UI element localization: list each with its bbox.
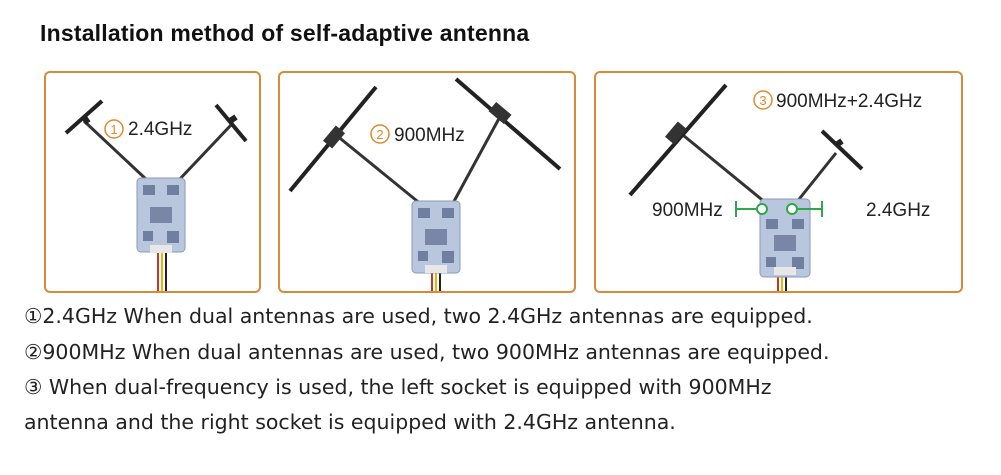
left-antenna-t-element-icon (288, 85, 378, 193)
left-antenna-t-element-icon (628, 83, 728, 197)
number-badge-icon (370, 124, 390, 144)
note-2-4ghz: ①2.4GHz When dual antennas are used, two… (24, 304, 813, 328)
receiver-diagram-900mhz: 2 900MHz (288, 77, 562, 291)
receiver-diagram-dual: 3 900MHz+2.4GHz 900MHz 2.4GHz (628, 83, 930, 291)
panel-3-number: 3 (759, 93, 766, 108)
receiver-diagram-2-4ghz: 1 2.4GHz (64, 99, 248, 291)
left-antenna-t-element-icon (64, 99, 104, 135)
panel-1-label: 2.4GHz (128, 119, 192, 140)
panel-2-number: 2 (376, 127, 383, 142)
panel-1-number: 1 (110, 122, 117, 137)
right-antenna-t-element-icon (214, 103, 248, 143)
note-dual-frequency: ③ When dual-frequency is used, the left … (24, 375, 772, 399)
panel-900mhz: 2 900MHz (278, 71, 576, 293)
number-badge-icon (753, 90, 773, 110)
right-socket-label: 2.4GHz (866, 200, 930, 221)
receiver-board-icon (411, 200, 461, 274)
panel-3-label: 900MHz+2.4GHz (776, 91, 922, 112)
panel-2-label: 900MHz (394, 125, 465, 146)
right-antenna-t-element-icon (454, 77, 562, 171)
number-badge-icon (104, 119, 124, 139)
page-title: Installation method of self-adaptive ant… (40, 20, 530, 46)
panel-dual-frequency: 3 900MHz+2.4GHz 900MHz 2.4GHz (594, 71, 963, 293)
receiver-board-icon (136, 177, 186, 253)
panel-2-4ghz: 1 2.4GHz (44, 71, 261, 293)
left-socket-label: 900MHz (652, 200, 723, 221)
wire-bundle-icon (777, 275, 787, 291)
note-dual-frequency-cont: antenna and the right socket is equipped… (24, 410, 676, 434)
right-antenna-cable-icon (176, 123, 233, 183)
left-antenna-cable-icon (335, 133, 423, 207)
note-900mhz: ②900MHz When dual antennas are used, two… (24, 340, 830, 364)
right-antenna-cable-icon (450, 112, 504, 206)
receiver-board-icon (759, 198, 811, 278)
right-antenna-t-element-icon (820, 129, 864, 171)
wire-bundle-icon (157, 248, 167, 291)
left-antenna-cable-icon (82, 119, 150, 183)
left-antenna-cable-icon (677, 129, 767, 205)
socket-indicator-icon (735, 201, 823, 217)
right-antenna-cable-icon (794, 152, 838, 204)
